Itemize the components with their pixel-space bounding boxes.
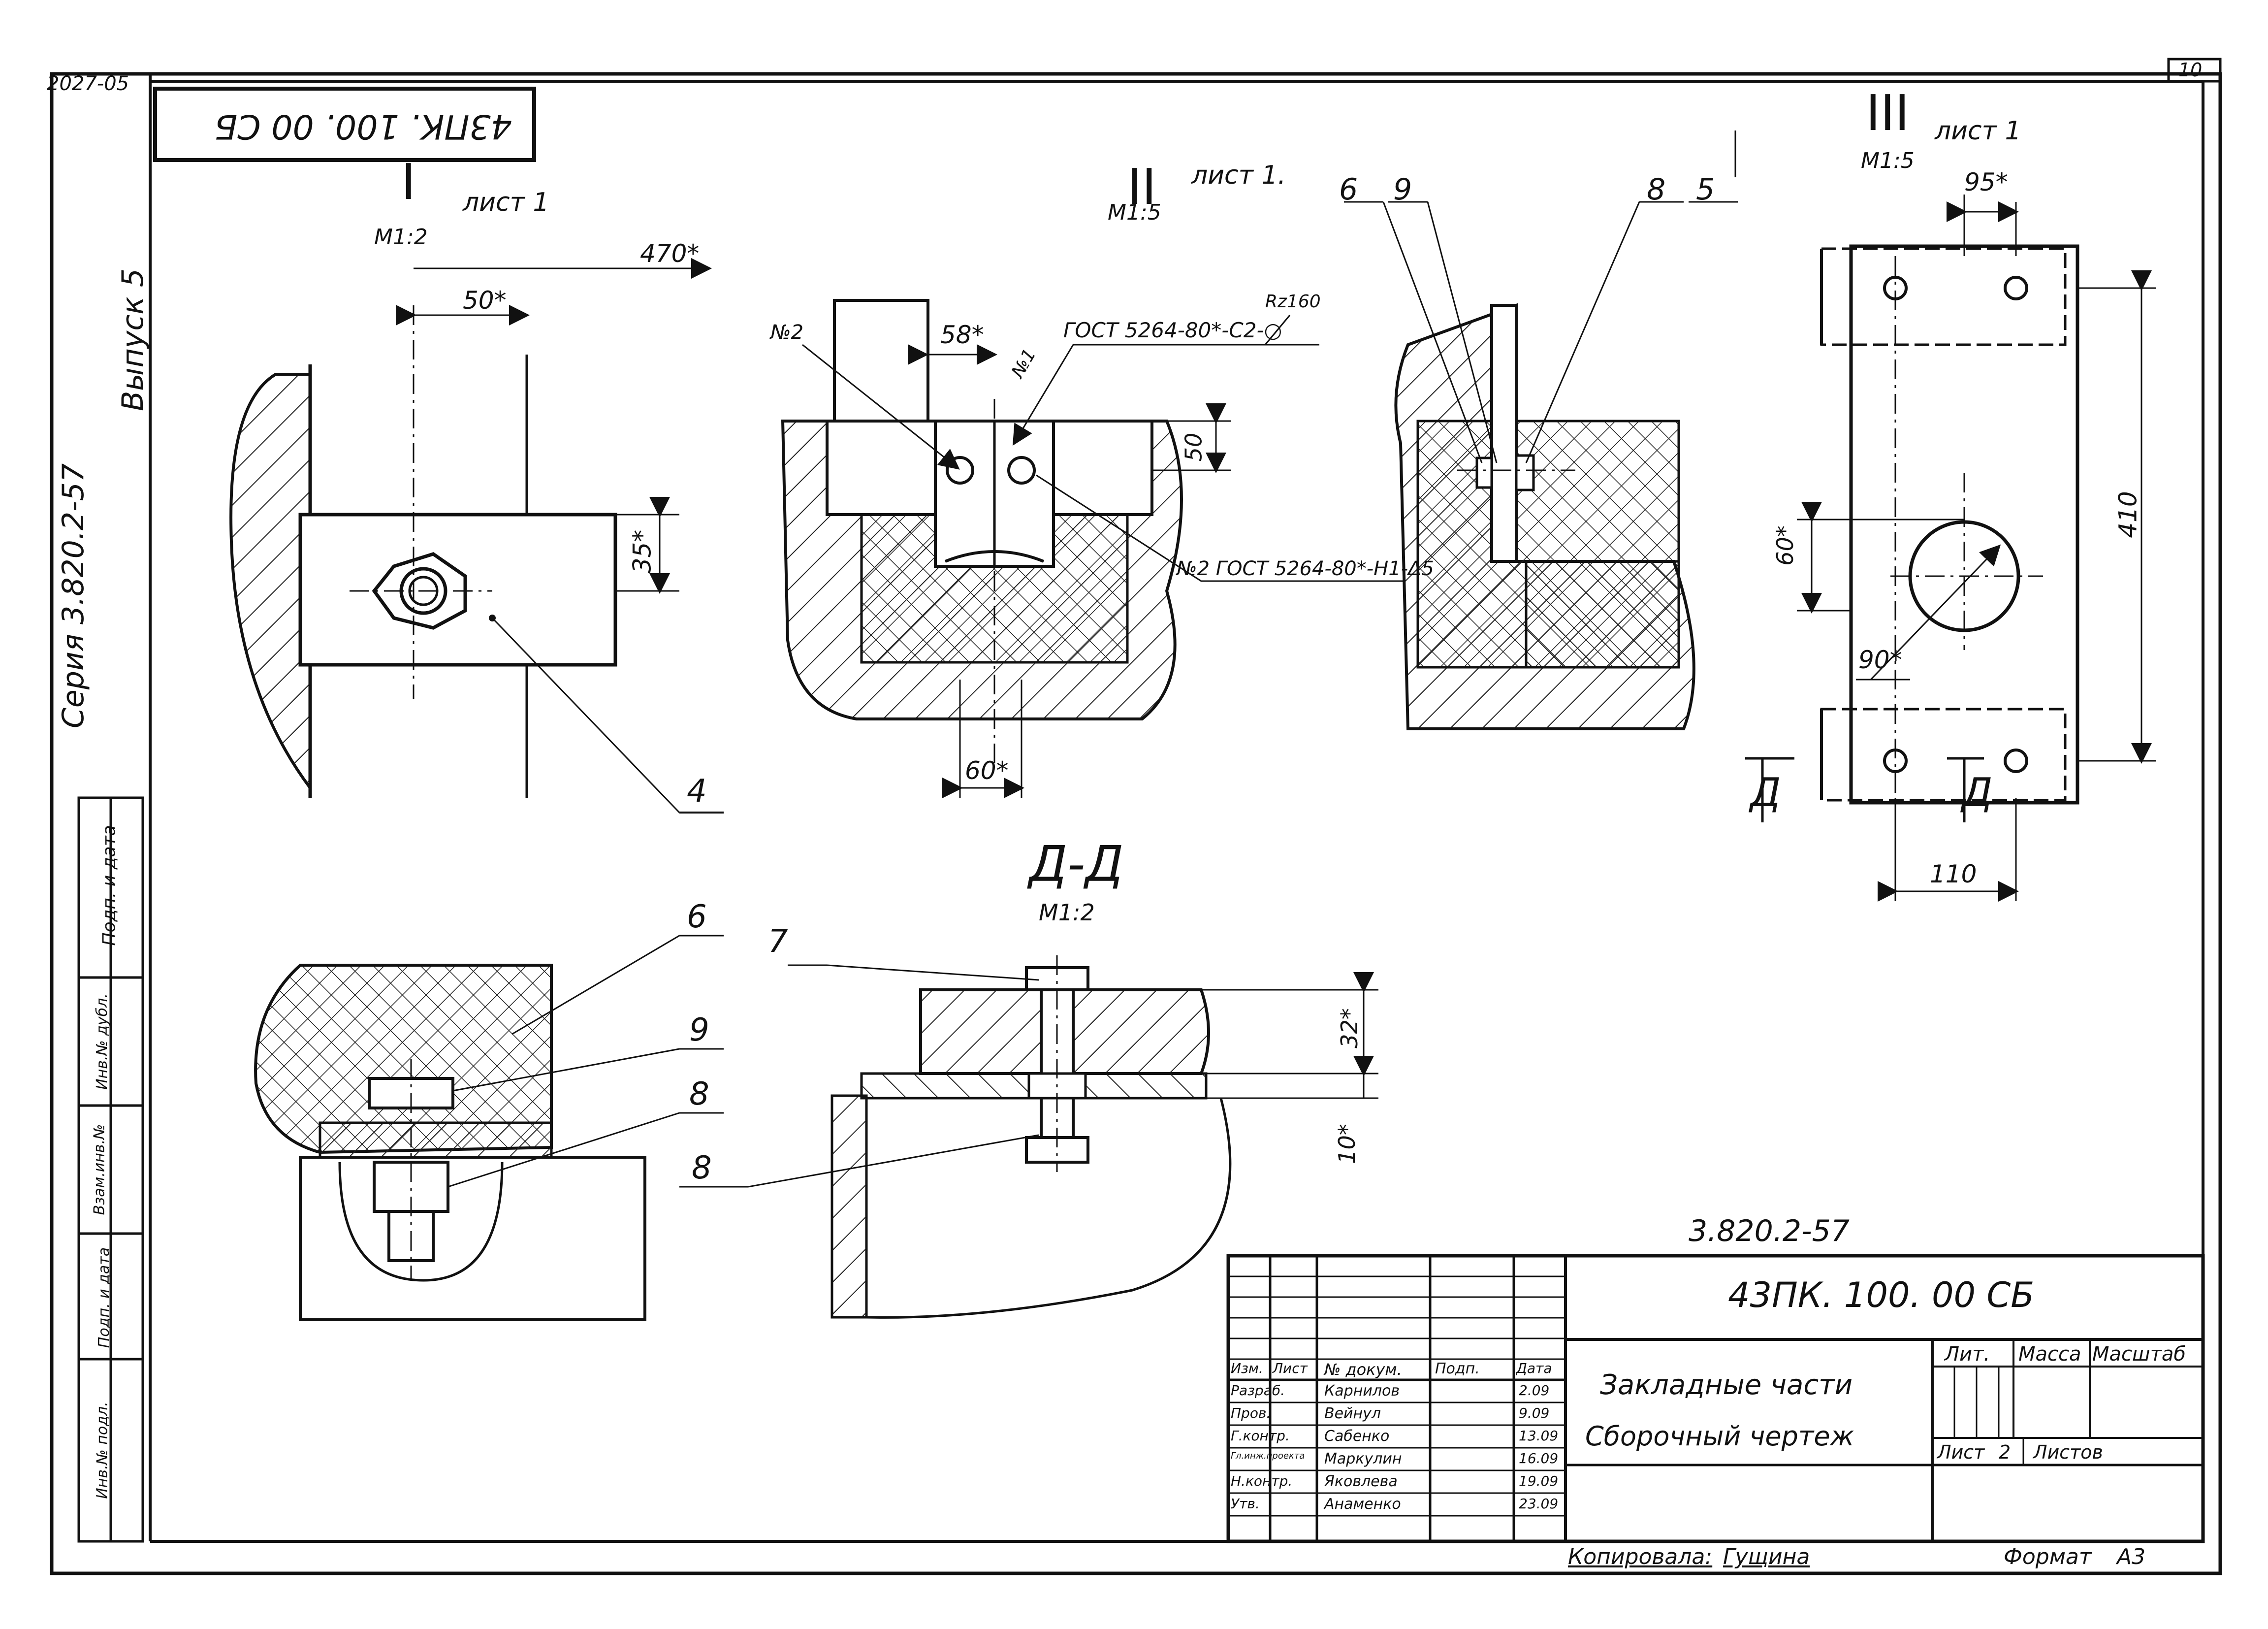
copied-by-name: Гущина (1723, 1544, 1810, 1569)
view-2-sheet-ref: лист 1. (1191, 161, 1286, 190)
side-col-sign-date: Подп. и дата (99, 825, 120, 946)
title-name-line2: Сборочный чертеж (1585, 1421, 1854, 1452)
callout-8-lower: 8 (689, 1076, 709, 1112)
view-2-drawing (781, 299, 1403, 798)
tb-row-role: Г.контр. (1231, 1428, 1290, 1444)
section-scale: М1:2 (1039, 899, 1095, 926)
side-col-dup-inv: Инв.№ дубл. (93, 993, 111, 1090)
view-3-scale: М1:5 (1861, 148, 1915, 173)
tb-row-name: Анаменко (1324, 1496, 1401, 1513)
view-1-drawing (229, 258, 724, 814)
side-issue: Выпуск 5 (115, 268, 150, 411)
dim-95: 95* (1964, 168, 2008, 196)
tb-row-date: 23.09 (1519, 1496, 1559, 1512)
weld-roughness: Rz160 (1265, 292, 1321, 312)
tb-row-date: 9.09 (1519, 1405, 1550, 1421)
callout-8-section: 8 (692, 1150, 712, 1186)
tb-row-name: Яковлева (1324, 1473, 1398, 1490)
tb-row-name: Вейнул (1324, 1405, 1381, 1422)
tb-head-rev: Изм. (1231, 1360, 1263, 1376)
tb-row-role: Пров. (1231, 1405, 1271, 1421)
format-label: Формат (2004, 1544, 2092, 1569)
tb-row-date: 16.09 (1519, 1450, 1559, 1466)
tb-row-role: Н.контр. (1231, 1473, 1293, 1489)
dim-60: 60* (965, 756, 1009, 785)
section-d-d-drawing (679, 955, 1378, 1319)
title-col-scale: Масштаб (2092, 1343, 2186, 1366)
callout-6-lower: 6 (687, 899, 707, 935)
callout-4: 4 (687, 773, 707, 810)
format-value: А3 (2117, 1544, 2146, 1569)
callout-9-lower: 9 (689, 1012, 709, 1048)
dim-50-vert: 50 (1180, 432, 1207, 462)
tb-row-date: 2.09 (1519, 1382, 1550, 1399)
view-3-numeral: III (1866, 84, 1910, 142)
view-1-numeral: I (401, 153, 416, 211)
tb-head-sheet: Лист (1273, 1360, 1308, 1376)
title-sheet-label: Лист (1937, 1441, 1985, 1463)
mirrored-stamp-box (153, 87, 536, 162)
title-series: 3.820.2-57 (1689, 1214, 1850, 1248)
dim-32: 32* (1336, 1008, 1363, 1048)
tb-row-date: 13.09 (1519, 1428, 1559, 1444)
tb-row-name: Сабенко (1324, 1428, 1390, 1445)
corner-code: 2027-05 (47, 72, 129, 95)
callout-8: 8 (1647, 172, 1666, 207)
tb-row-role: Утв. (1231, 1496, 1260, 1512)
section-name: Д-Д (1029, 835, 1124, 893)
tb-row-role: Гл.инж.проекта (1231, 1451, 1305, 1461)
view-1-scale: М1:2 (374, 225, 428, 250)
view-2-scale: М1:5 (1108, 200, 1161, 225)
tb-row-role: Разраб. (1231, 1382, 1285, 1399)
title-sheet-value: 2 (1999, 1441, 2011, 1463)
title-sheets-label: Листов (2033, 1441, 2103, 1463)
side-col-sign-date-2: Подп. и дата (96, 1247, 113, 1348)
side-series: Серия 3.820.2-57 (56, 463, 91, 729)
section-marker-right: Д (1962, 770, 1993, 815)
tb-head-date: Дата (1516, 1360, 1552, 1376)
detail-lower-left (254, 935, 724, 1321)
section-marker-left: Д (1750, 770, 1781, 815)
title-designation: 43ПК. 100. 00 СБ (1728, 1275, 2035, 1315)
view-3-drawing (1734, 130, 2156, 902)
dim-410: 410 (2113, 491, 2142, 538)
mirrored-stamp: 43ПК. 100. 00 СБ (214, 107, 512, 146)
dim-110: 110 (1930, 860, 1977, 888)
title-col-mass: Масса (2018, 1343, 2081, 1366)
dim-470: 470* (640, 239, 700, 268)
dim-50: 50* (463, 286, 507, 315)
weld-gost-1: ГОСТ 5264-80*-С2-○ (1063, 318, 1282, 342)
callout-5: 5 (1696, 172, 1715, 207)
weld-gost-2: №2 ГОСТ 5264-80*-Н1-Δ5 (1177, 557, 1434, 580)
dim-90: 90* (1858, 646, 1902, 674)
side-col-repl-inv: Взам.инв.№ (91, 1124, 108, 1215)
tb-row-date: 19.09 (1519, 1473, 1559, 1489)
dim-35: 35* (628, 529, 657, 574)
dim-10: 10* (1333, 1124, 1360, 1164)
callout-9: 9 (1393, 172, 1412, 207)
dim-60-vert: 60* (1771, 525, 1798, 566)
side-strip (77, 796, 144, 1543)
side-col-orig-inv: Инв.№ подл. (94, 1401, 111, 1499)
view-1-sheet-ref: лист 1 (463, 188, 549, 217)
title-block-grid (1226, 1254, 2205, 1543)
tb-head-sign: Подп. (1435, 1360, 1480, 1377)
view-2b-drawing (1344, 201, 1738, 730)
tb-row-name: Маркулин (1324, 1450, 1402, 1467)
callout-6: 6 (1339, 172, 1358, 207)
tb-row-name: Карнилов (1324, 1382, 1400, 1400)
sheet-number: 10 (2178, 59, 2203, 81)
dim-58: 58* (940, 321, 984, 349)
tb-head-doc: № докум. (1324, 1360, 1402, 1379)
copied-by-label: Копировала: (1568, 1544, 1713, 1569)
weld-label-n2: №2 (770, 321, 804, 344)
callout-7: 7 (768, 923, 788, 960)
view-3-sheet-ref: лист 1 (1935, 116, 2021, 146)
title-col-lit: Лит. (1945, 1343, 1990, 1366)
view-2-numeral: II (1127, 158, 1156, 216)
title-name-line1: Закладные части (1600, 1369, 1853, 1401)
